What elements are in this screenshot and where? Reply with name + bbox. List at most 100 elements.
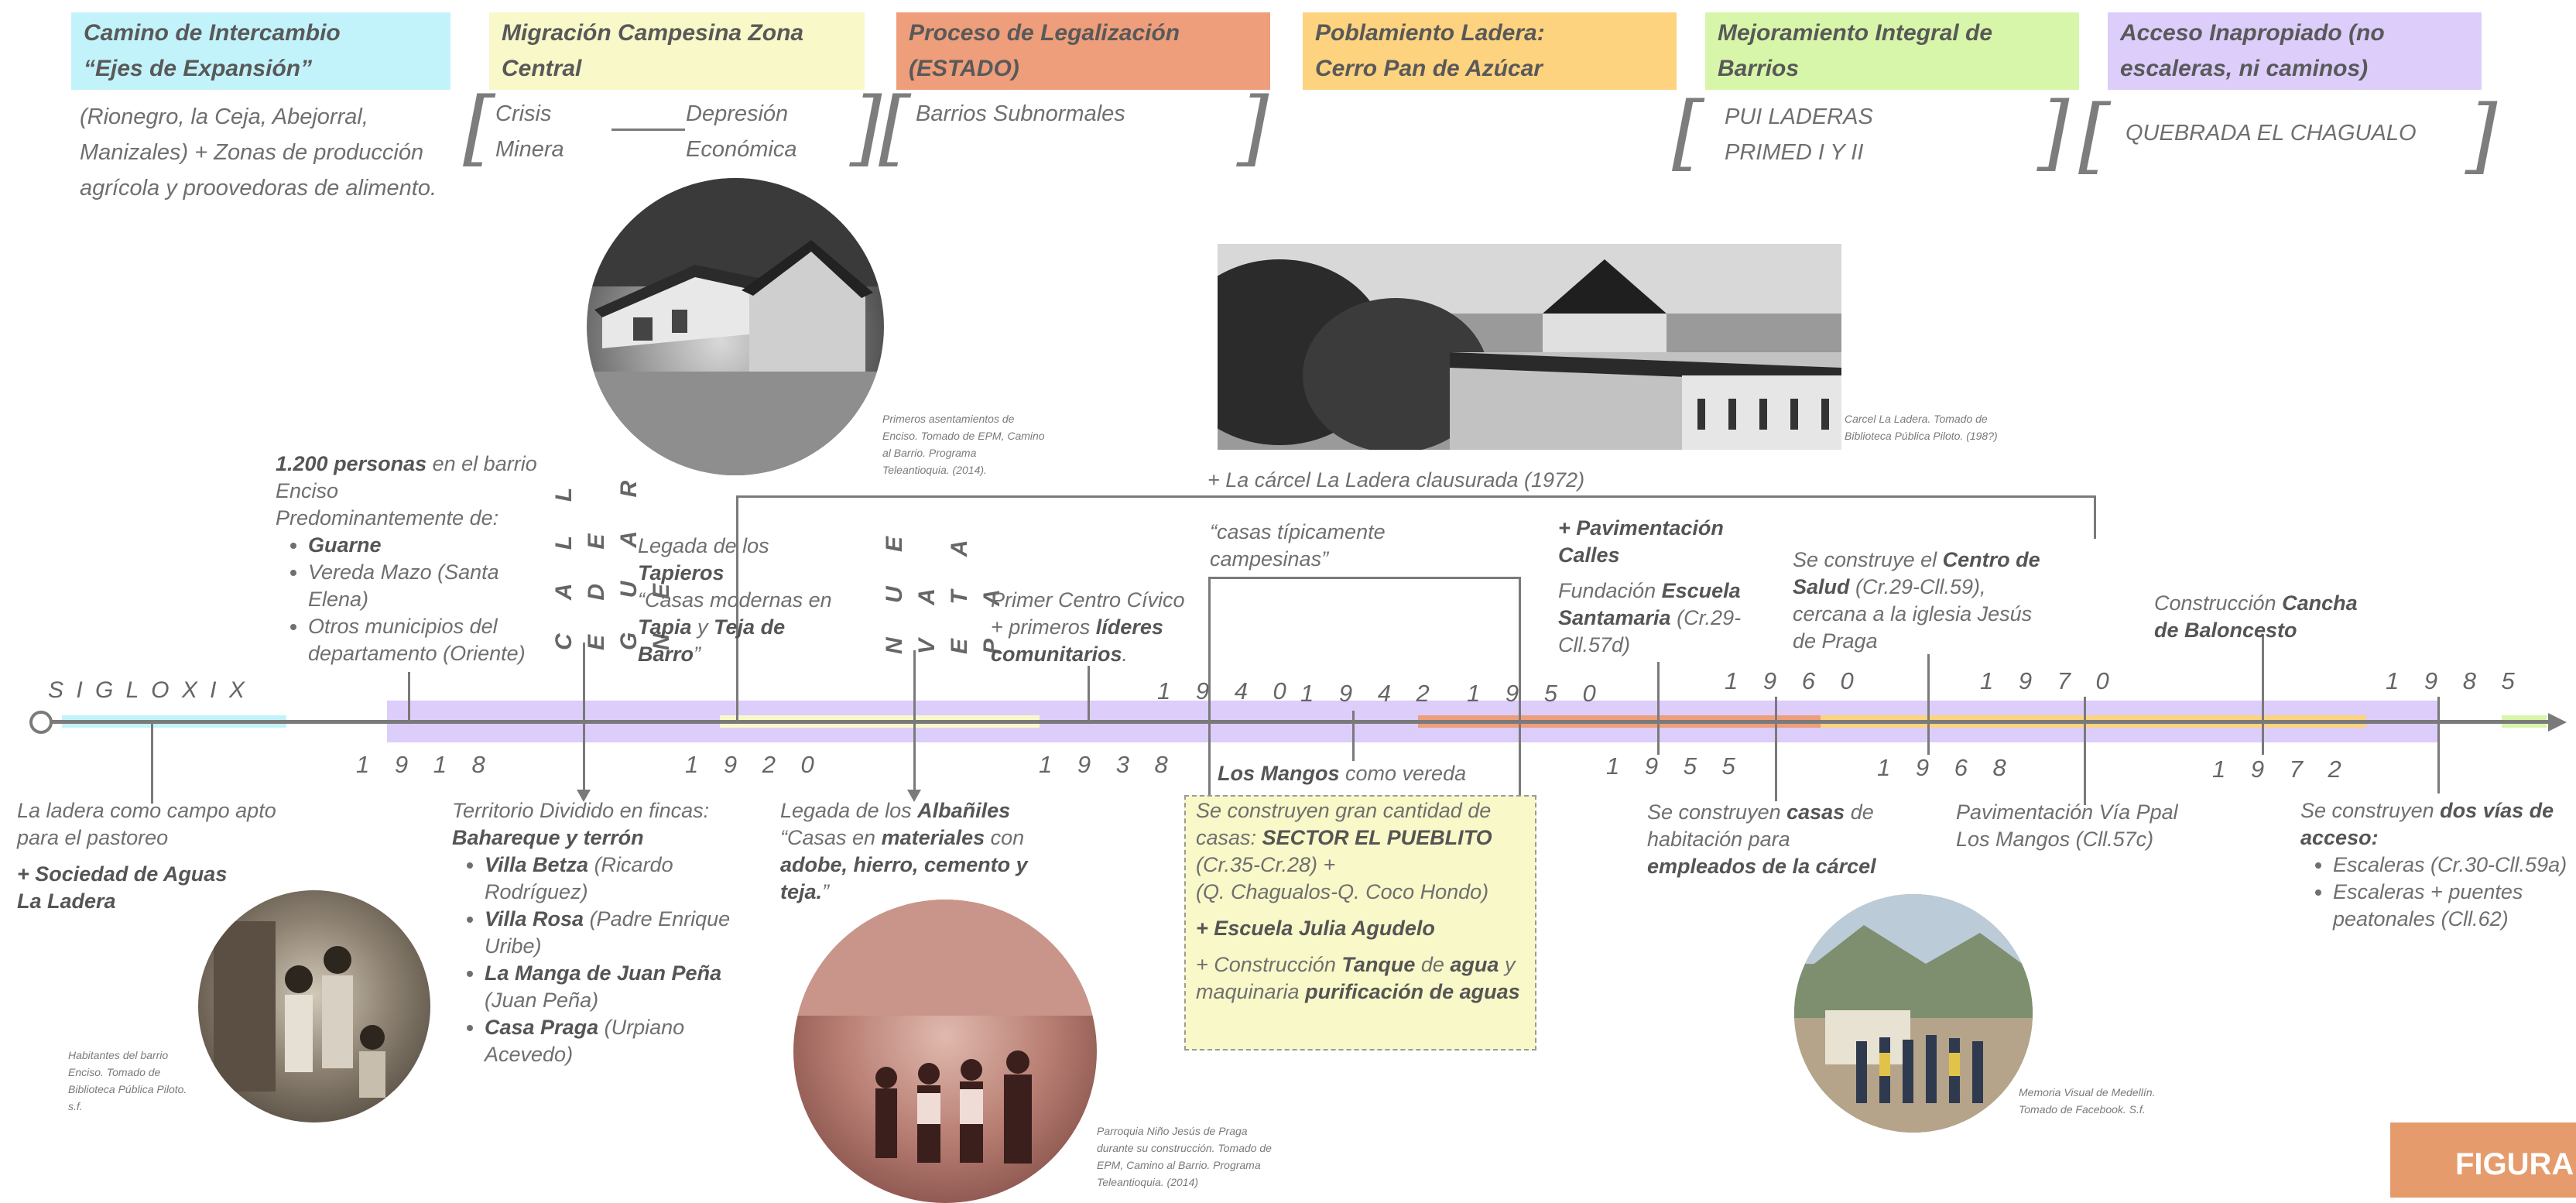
julia-bold: + Escuela Julia Agudelo <box>1196 917 1435 940</box>
tanque-e: purificación de aguas <box>1305 980 1520 1003</box>
tapieros-c: “Casas modernas en <box>638 588 832 612</box>
territorio-block: Territorio Dividido en fincas: Bahareque… <box>452 797 731 1068</box>
list-item: Escaleras + puentes peatonales (Cll.62) <box>2333 879 2571 933</box>
year-1918: 1 9 1 8 <box>356 751 495 778</box>
tanque-de: de <box>1415 953 1451 976</box>
civico-line2: + primeros líderes comunitarios. <box>991 614 1196 668</box>
vertical-calle: C A L L E D E <box>551 474 609 650</box>
carcel-photo-caption: Carcel La Ladera. Tomado de Biblioteca P… <box>1845 413 1998 442</box>
pueblito-d: (Q. Chagualos-Q. Coco Hondo) <box>1196 880 1489 903</box>
list-item: Otros municipios del departamento (Orien… <box>308 613 539 667</box>
cancha-a: Construcción <box>2154 591 2283 615</box>
year-1950: 1 9 5 0 <box>1467 680 1605 707</box>
memoria-photo-scene <box>1794 894 2033 1133</box>
carcel-photo-scene <box>1218 244 1841 450</box>
year-1920: 1 9 2 0 <box>685 751 824 778</box>
tanque-b: Tanque <box>1341 953 1416 976</box>
albaniles-c: “Casas en <box>780 826 882 849</box>
albaniles-b: Albañiles <box>917 799 1011 822</box>
header-acceso-line2: escaleras, ni caminos) <box>2120 56 2369 81</box>
albaniles-block: Legada de los Albañiles “Casas en materi… <box>780 797 1040 906</box>
villa-rosa: Villa Rosa <box>485 907 584 931</box>
villa-rosa-r: (Padre Enrique Uribe) <box>485 907 731 958</box>
dos-vias-b: dos vías de acceso: <box>2300 799 2554 849</box>
header-acceso-line1: Acceso Inapropiado (no <box>2120 20 2385 46</box>
parroquia-caption: Parroquia Niño Jesús de Praga durante su… <box>1097 1125 1272 1188</box>
tanque-c: agua <box>1450 953 1499 976</box>
casa-praga-r: (Urpiano Acevedo) <box>485 1016 685 1066</box>
label-siglo-xix: S I G L O X I X <box>48 677 248 703</box>
bracket-open: [ <box>2078 87 2111 183</box>
connector-nueva <box>913 650 916 793</box>
pav-calles-text: + Pavimentación Calles <box>1558 515 1736 569</box>
carcel-photo <box>1218 244 1841 450</box>
escuela-a: Fundación <box>1558 579 1662 602</box>
header-poblamiento-line2: Cerro Pan de Azúcar <box>1315 56 1543 81</box>
parroquia-photo <box>793 900 1097 1203</box>
habitantes-caption: Habitantes del barrio Enciso. Tomado de … <box>68 1049 187 1112</box>
julia-text: + Escuela Julia Agudelo <box>1196 915 1529 942</box>
header-poblamiento-line1: Poblamiento Ladera: <box>1315 20 1545 46</box>
fincas-list: Villa Betza (Ricardo Rodríguez) Villa Ro… <box>452 852 731 1068</box>
tapieros-f: ” <box>694 643 701 666</box>
civico-dot: . <box>1122 643 1129 666</box>
escuela-block: Fundación Escuela Santamaria (Cr.29-Cll.… <box>1558 578 1756 659</box>
manga-r: (Juan Peña) <box>485 989 599 1012</box>
subnormales-text: Barrios Subnormales <box>916 101 1125 126</box>
tapieros-a: Legada de los <box>638 534 769 557</box>
personas-bold: 1.200 personas <box>276 452 427 475</box>
depresion-line1: Depresión <box>686 101 789 126</box>
arrow-down-icon <box>577 790 591 802</box>
crisis-connector <box>611 129 685 131</box>
bracket-close: ] <box>2465 87 2498 183</box>
header-expansion-line2: “Ejes de Expansión” <box>84 56 313 81</box>
header-legalizacion: Proceso de Legalización (ESTADO) <box>896 12 1270 90</box>
expansion-text: (Rionegro, la Ceja, Abejorral, Manizales… <box>80 105 437 200</box>
connector-1938 <box>1088 666 1090 724</box>
header-acceso: Acceso Inapropiado (no escaleras, ni cam… <box>2108 12 2482 90</box>
albaniles-a: Legada de los <box>780 799 918 822</box>
empleados-de: de <box>1845 800 1874 824</box>
origin-list: Guarne Vereda Mazo (Santa Elena) Otros m… <box>276 532 539 667</box>
pueblito-box <box>1184 795 1536 1050</box>
pui-line2: PRIMED I Y II <box>1725 140 1864 165</box>
ladera-text: La ladera como campo apto para el pastor… <box>17 799 276 849</box>
territorio-b: Bahareque y terrón <box>452 826 644 849</box>
connector-1970 <box>2084 697 2086 805</box>
mangos-bold: Los Mangos <box>1218 762 1340 785</box>
year-1942: 1 9 4 2 <box>1300 680 1439 707</box>
header-migracion: Migración Campesina Zona Central <box>489 12 865 90</box>
connector-1960 <box>1775 697 1777 801</box>
albaniles-con: con <box>985 826 1025 849</box>
header-expansion-line1: Camino de Intercambio <box>84 20 341 46</box>
timeline-axis <box>43 720 2551 724</box>
memoria-photo <box>1794 894 2033 1133</box>
via-text: Pavimentación Vía Ppal Los Mangos (Cll.5… <box>1956 800 2178 851</box>
header-expansion: Camino de Intercambio “Ejes de Expansión… <box>71 12 450 90</box>
header-legalizacion-line2: (ESTADO) <box>909 56 1019 81</box>
arrow-down-icon <box>907 790 921 802</box>
list-item: Vereda Mazo (Santa Elena) <box>308 559 539 613</box>
list-item: Casa Praga (Urpiano Acevedo) <box>485 1014 731 1068</box>
year-1970: 1 9 7 0 <box>1980 667 2119 694</box>
connector-1985 <box>2437 697 2440 793</box>
pueblito-block: Se construyen gran cantidad de casas: SE… <box>1196 797 1529 1006</box>
header-mejoramiento-line2: Barrios <box>1718 56 1800 81</box>
connector-tapieros <box>736 495 738 724</box>
manga: La Manga de Juan Peña <box>485 961 722 985</box>
salud-a: Se construye el <box>1793 548 1943 571</box>
pueblito-c: (Cr.35-Cr.28) + <box>1196 853 1336 876</box>
tanque-text: + Construcción Tanque de agua y maquinar… <box>1196 951 1529 1006</box>
connector-campesinas-right <box>1519 577 1521 797</box>
vertical-nueva: N U E V A <box>882 522 940 654</box>
bracket-open: [ <box>879 80 911 175</box>
connector-1968 <box>1927 654 1930 755</box>
personas-block: 1.200 personas en el barrio Enciso Predo… <box>276 451 539 667</box>
cancha-b: Cancha de Baloncesto <box>2154 591 2358 642</box>
empleados-a: Se construyen <box>1647 800 1787 824</box>
habitantes-photo-figures <box>214 921 385 1098</box>
tanque-a: + Construcción <box>1196 953 1342 976</box>
pui-text: PUI LADERAS PRIMED I Y II <box>1725 99 1873 170</box>
quebrada-text: QUEBRADA EL CHAGUALO <box>2126 121 2417 146</box>
connector-carcel-right <box>2094 495 2096 539</box>
